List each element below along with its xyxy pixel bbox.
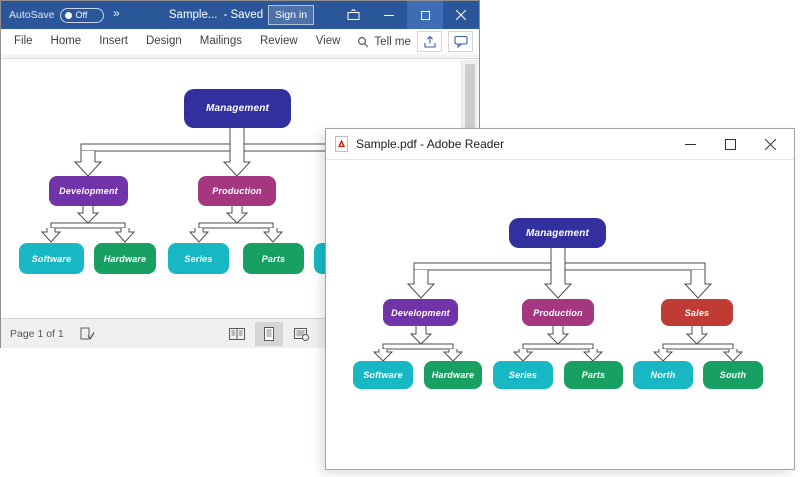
minimize-icon[interactable] <box>371 1 407 29</box>
ribbon-display-options-icon[interactable] <box>335 1 371 29</box>
tell-me-label: Tell me <box>374 35 411 48</box>
word-title-bar-background <box>1 1 479 29</box>
word-org-node-development[interactable]: Development <box>49 176 128 206</box>
maximize-icon[interactable] <box>407 1 443 29</box>
autosave-state: Off <box>75 10 88 20</box>
tell-me-box[interactable]: Tell me <box>349 36 418 48</box>
ribbon-tab-review[interactable]: Review <box>259 35 298 47</box>
comment-icon[interactable] <box>448 31 473 52</box>
autosave-label: AutoSave <box>9 9 55 21</box>
pdf-org-node-parts: Parts <box>564 361 623 389</box>
word-org-node-hardware[interactable]: Hardware <box>94 243 156 274</box>
ribbon-tab-mailings[interactable]: Mailings <box>199 35 242 47</box>
pdf-org-node-south: South <box>703 361 763 389</box>
pdf-org-node-software: Software <box>353 361 413 389</box>
share-icon[interactable] <box>417 31 442 52</box>
word-org-node-software[interactable]: Software <box>19 243 84 274</box>
pdf-file-icon <box>335 136 348 152</box>
word-org-node-management[interactable]: Management <box>184 89 291 128</box>
document-name: Sample... <box>168 9 218 21</box>
adobe-reader-window: Sample.pdf - Adobe Reader <box>325 128 795 470</box>
read-mode-icon[interactable] <box>223 322 251 346</box>
pdf-org-node-hardware: Hardware <box>424 361 482 389</box>
word-org-node-parts[interactable]: Parts <box>243 243 304 274</box>
page-indicator[interactable]: Page 1 of 1 <box>10 327 64 340</box>
close-icon[interactable] <box>750 129 790 160</box>
pdf-window-title: Sample.pdf - Adobe Reader <box>356 137 505 151</box>
scrollbar-thumb[interactable] <box>465 64 475 134</box>
word-org-node-production[interactable]: Production <box>198 176 276 206</box>
ribbon-divider <box>1 54 479 59</box>
web-layout-icon[interactable] <box>287 322 315 346</box>
proofing-check-icon[interactable] <box>80 327 95 341</box>
minimize-icon[interactable] <box>670 129 710 160</box>
ribbon-tab-design[interactable]: Design <box>145 35 182 47</box>
sign-in-button[interactable]: Sign in <box>268 5 314 25</box>
ribbon-tab-file[interactable]: File <box>14 35 33 47</box>
ribbon-tab-home[interactable]: Home <box>50 35 82 47</box>
close-icon[interactable] <box>443 1 479 29</box>
print-layout-icon[interactable] <box>255 322 283 346</box>
autosave-toggle[interactable]: AutoSave Off <box>9 1 104 29</box>
search-icon <box>358 36 369 47</box>
maximize-icon[interactable] <box>710 129 750 160</box>
save-status: - Saved <box>223 9 264 21</box>
pdf-org-node-development: Development <box>383 299 458 326</box>
quick-access-overflow-icon[interactable]: » <box>113 6 120 20</box>
word-org-node-series[interactable]: Series <box>168 243 229 274</box>
toggle-dot-icon <box>64 11 72 19</box>
pdf-org-node-north: North <box>633 361 693 389</box>
word-document-title: Sample... - Saved <box>151 1 281 29</box>
autosave-switch[interactable]: Off <box>59 7 104 23</box>
word-title-bar[interactable]: AutoSave Off » Sample... - Saved Sign in <box>1 1 479 29</box>
pdf-org-node-management: Management <box>509 218 606 248</box>
pdf-org-node-sales: Sales <box>661 299 733 326</box>
ribbon-tab-view[interactable]: View <box>315 35 341 47</box>
ribbon-tab-insert[interactable]: Insert <box>99 35 128 47</box>
ribbon-tab-bar: File Home Insert Design Mailings Review … <box>1 29 479 54</box>
pdf-org-node-series: Series <box>493 361 553 389</box>
pdf-title-bar[interactable]: Sample.pdf - Adobe Reader <box>326 129 794 160</box>
pdf-org-node-production: Production <box>522 299 594 326</box>
